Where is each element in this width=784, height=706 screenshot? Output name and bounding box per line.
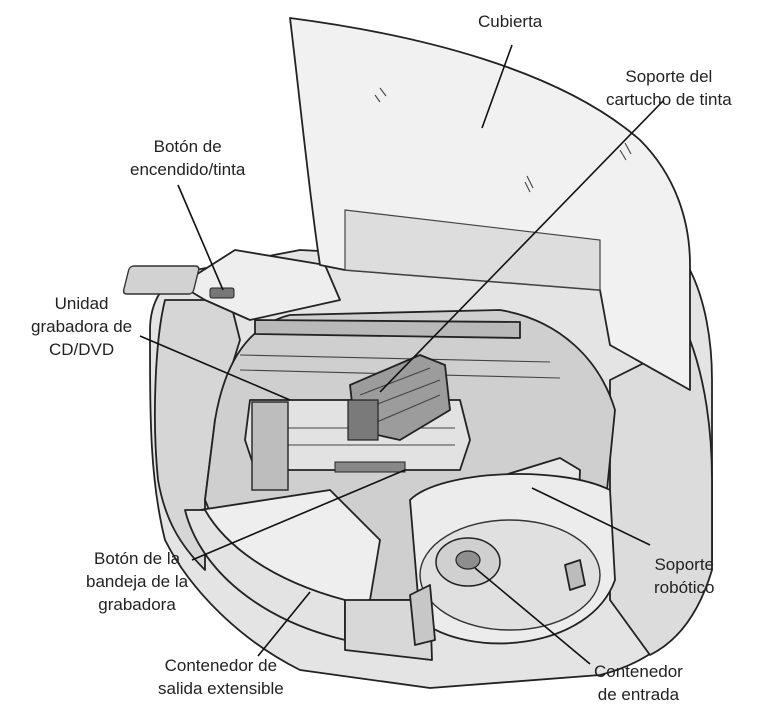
rail-top — [254, 319, 521, 339]
leader-output — [257, 591, 311, 657]
leader-cartridge — [379, 99, 665, 393]
tray-button-shape — [334, 461, 406, 473]
leader-robot — [531, 487, 651, 546]
cartridge-clip — [347, 399, 379, 441]
drive-front-block — [251, 401, 289, 491]
label-recorder-drive: Unidad grabadora de CD/DVD — [31, 294, 133, 359]
label-cover: Cubierta — [478, 12, 543, 31]
label-robotic-arm: Soporte robótico — [654, 555, 715, 597]
cover-inner-shade — [344, 209, 601, 291]
cover-panel — [289, 17, 691, 391]
label-cartridge-holder: Soporte del cartucho de tinta — [606, 67, 732, 109]
label-output-bin: Contenedor de salida extensible — [158, 656, 284, 698]
power-button-well — [122, 265, 200, 295]
leader-drive — [139, 335, 291, 401]
label-power-button: Botón de encendido/tinta — [130, 137, 246, 179]
leader-tray — [191, 469, 406, 561]
input-bin-post — [409, 584, 436, 646]
output-drawer-front — [344, 599, 433, 661]
cover-gloss-lines — [374, 87, 632, 193]
label-tray-button: Botón de la bandeja de la grabadora — [86, 549, 189, 614]
leader-power — [177, 184, 224, 291]
spindle-inner — [455, 550, 481, 570]
label-input-bin: Contenedor de entrada — [594, 662, 683, 704]
right-corner-clip — [564, 559, 586, 591]
top-deck — [179, 249, 341, 321]
leader-input — [474, 567, 591, 665]
leader-cover — [481, 44, 513, 129]
left-housing — [154, 299, 241, 571]
right-housing — [609, 339, 713, 656]
